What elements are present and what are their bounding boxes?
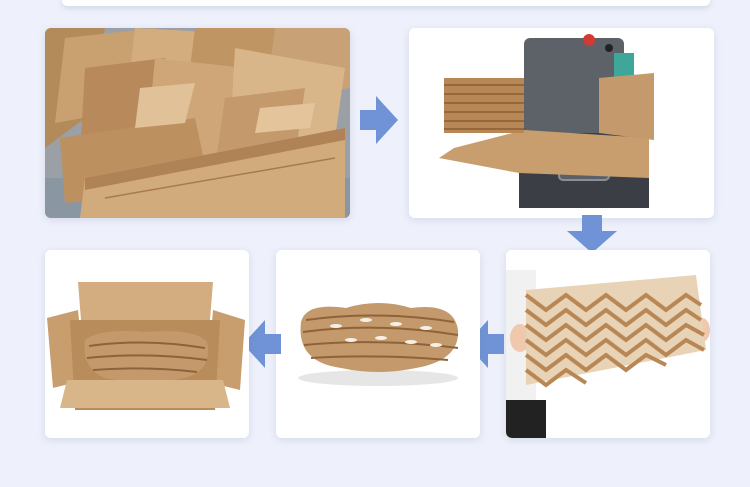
waste-cardboard-card [45,28,350,218]
rolled-cushion-card [276,250,480,438]
rolled-cushion-photo [276,250,480,438]
expanded-mesh-card [506,250,710,438]
packed-box-card [45,250,249,438]
expanded-cardboard-mesh-photo [506,250,710,438]
arrow-down-icon [567,215,617,253]
packed-box-photo [45,250,249,438]
arrow-left-icon [243,320,281,368]
cardboard-perforator-machine-photo [409,28,714,218]
arrow-right-icon [360,96,398,144]
top-card-edge [62,0,710,6]
perforating-machine-card [409,28,714,218]
arrow-left-icon [466,320,504,368]
waste-cardboard-photo [45,28,350,218]
